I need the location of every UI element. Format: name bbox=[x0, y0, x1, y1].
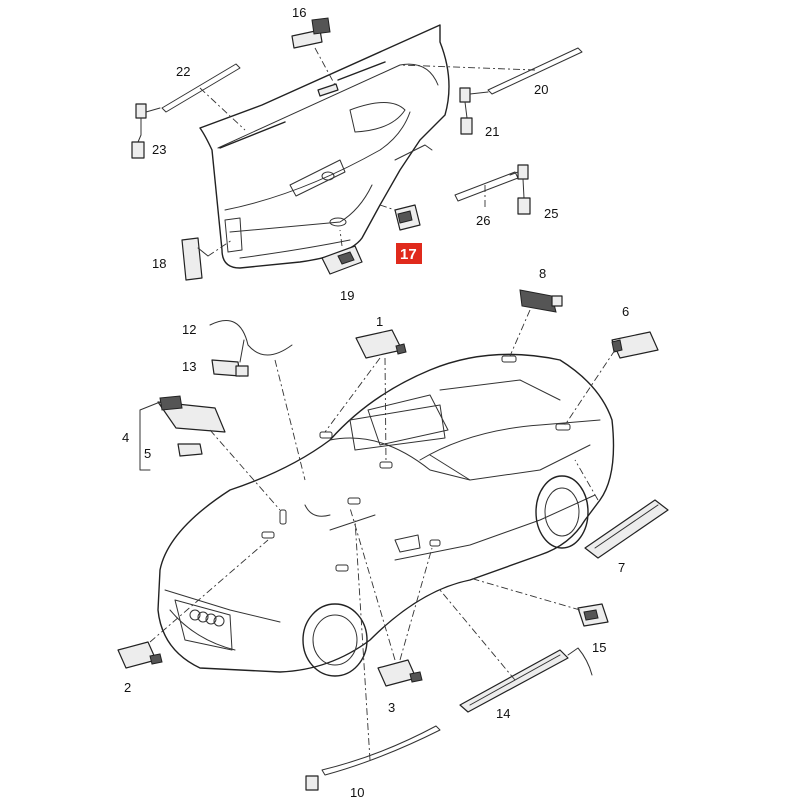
label-5: 5 bbox=[144, 446, 151, 461]
part-3-lamp: 3 bbox=[349, 507, 433, 715]
part-16-lamp: 16 bbox=[291, 5, 336, 86]
part-7-sill-plate: 7 bbox=[574, 459, 669, 575]
part-15-lamp: 15 bbox=[469, 577, 609, 655]
label-25: 25 bbox=[544, 206, 558, 221]
part-4-lamp-housing: 4 bbox=[122, 395, 281, 511]
label-3: 3 bbox=[388, 700, 395, 715]
label-12: 12 bbox=[182, 322, 196, 337]
label-13: 13 bbox=[182, 359, 196, 374]
part-18-reflector: 18 bbox=[152, 237, 233, 281]
part-14-sill-light: 14 bbox=[439, 589, 593, 721]
part-17-door-lamp: 17 bbox=[379, 204, 422, 264]
part-21-cable: 21 bbox=[459, 87, 499, 139]
part-10-light-strip: 10 bbox=[305, 519, 441, 800]
part-23-cable: 23 bbox=[131, 103, 166, 159]
car-body bbox=[157, 353, 615, 677]
ambient-strip bbox=[304, 504, 376, 531]
label-7: 7 bbox=[618, 560, 625, 575]
part-8-lamp: 8 bbox=[509, 266, 563, 357]
label-15: 15 bbox=[592, 640, 606, 655]
part-19-lamp: 19 bbox=[321, 229, 363, 303]
part-25-cable: 25 bbox=[509, 164, 558, 221]
part-5-bulb: 5 bbox=[144, 443, 203, 461]
part-1-interior-lamp: 1 bbox=[324, 314, 407, 463]
label-1: 1 bbox=[376, 314, 383, 329]
label-26: 26 bbox=[476, 213, 490, 228]
part-12-light-guide: 12 bbox=[182, 320, 306, 481]
label-4: 4 bbox=[122, 430, 129, 445]
label-20: 20 bbox=[534, 82, 548, 97]
label-23: 23 bbox=[152, 142, 166, 157]
highlight-17 bbox=[396, 243, 422, 264]
car-lamp-markers bbox=[261, 355, 571, 572]
label-10: 10 bbox=[350, 785, 364, 800]
part-2-lamp: 2 bbox=[117, 539, 269, 695]
label-16: 16 bbox=[292, 5, 306, 20]
label-18: 18 bbox=[152, 256, 166, 271]
part-6-lamp: 6 bbox=[564, 304, 659, 426]
label-2: 2 bbox=[124, 680, 131, 695]
label-19: 19 bbox=[340, 288, 354, 303]
label-14: 14 bbox=[496, 706, 510, 721]
label-8: 8 bbox=[539, 266, 546, 281]
part-22-light-strip: 22 bbox=[161, 63, 246, 131]
label-21: 21 bbox=[485, 124, 499, 139]
label-6: 6 bbox=[622, 304, 629, 319]
label-22: 22 bbox=[176, 64, 190, 79]
door-panel bbox=[199, 24, 450, 269]
label-17: 17 bbox=[400, 246, 417, 263]
part-20-light-strip: 20 bbox=[399, 47, 583, 97]
part-13-connector: 13 bbox=[182, 339, 249, 377]
